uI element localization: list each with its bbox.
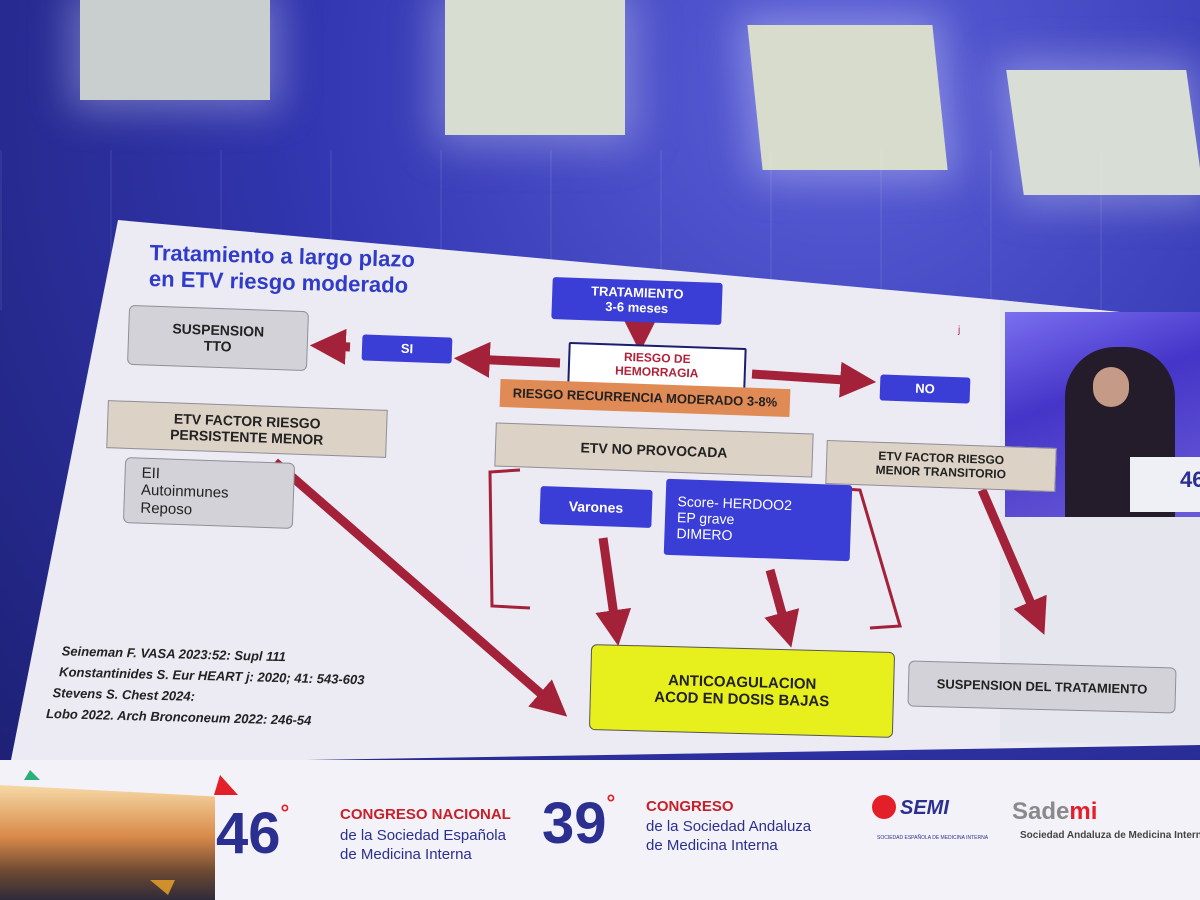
- semi-logo-text: SEMI: [900, 797, 949, 819]
- num1-sup: °: [280, 800, 290, 825]
- ceiling-light: [445, 0, 625, 135]
- sademi-logo-b: mi: [1069, 798, 1098, 825]
- arrow-diagonal-anticoag: [272, 458, 568, 717]
- city-photo: [0, 785, 215, 900]
- congreso1-line3: de Medicina Interna: [340, 846, 472, 863]
- congreso2-line3: de Medicina Interna: [646, 837, 778, 854]
- congress-number-39: 39°: [542, 790, 615, 857]
- corner-mark: j: [958, 325, 961, 336]
- speaker-face: [1093, 367, 1129, 407]
- arrow-varones-down: [595, 537, 632, 647]
- congreso1-line2: de la Sociedad Española: [340, 827, 506, 844]
- num2: 39: [542, 791, 607, 856]
- sademi-subtitle: Sociedad Andaluza de Medicina Interna: [1020, 830, 1200, 841]
- sademi-logo: Sademi: [1012, 798, 1097, 826]
- sademi-logo-a: Sade: [1012, 798, 1070, 825]
- arrow-transitorio-down: [977, 488, 1047, 635]
- congreso2-sub: de la Sociedad Andaluza de Medicina Inte…: [646, 817, 811, 855]
- num1: 46: [216, 801, 281, 866]
- congreso1-title: CONGRESO NACIONAL: [340, 806, 511, 823]
- semi-tagline: SOCIEDAD ESPAÑOLA DE MEDICINA INTERNA: [877, 835, 989, 841]
- congress-number-46: 46°: [216, 800, 289, 867]
- mini-slide-thumbnail: 46: [1130, 457, 1200, 512]
- mini-number: 46: [1180, 467, 1200, 492]
- arrow-right-no: [751, 361, 877, 398]
- congreso2-line2: de la Sociedad Andaluza: [646, 818, 812, 835]
- congreso2-title: CONGRESO: [646, 798, 734, 815]
- num2-sup: °: [606, 790, 616, 815]
- arrow-left-si: [453, 341, 561, 378]
- arrow-left-suspension: [309, 328, 351, 365]
- congreso1-sub: de la Sociedad Española de Medicina Inte…: [340, 826, 506, 864]
- semi-logo: SEMI SOCIEDAD ESPAÑOLA DE MEDICINA INTER…: [872, 795, 988, 845]
- semi-logo-circle: [872, 795, 896, 819]
- arrow-score-down: [764, 568, 800, 648]
- bracket-left: [488, 468, 531, 610]
- ceiling-light: [80, 0, 270, 100]
